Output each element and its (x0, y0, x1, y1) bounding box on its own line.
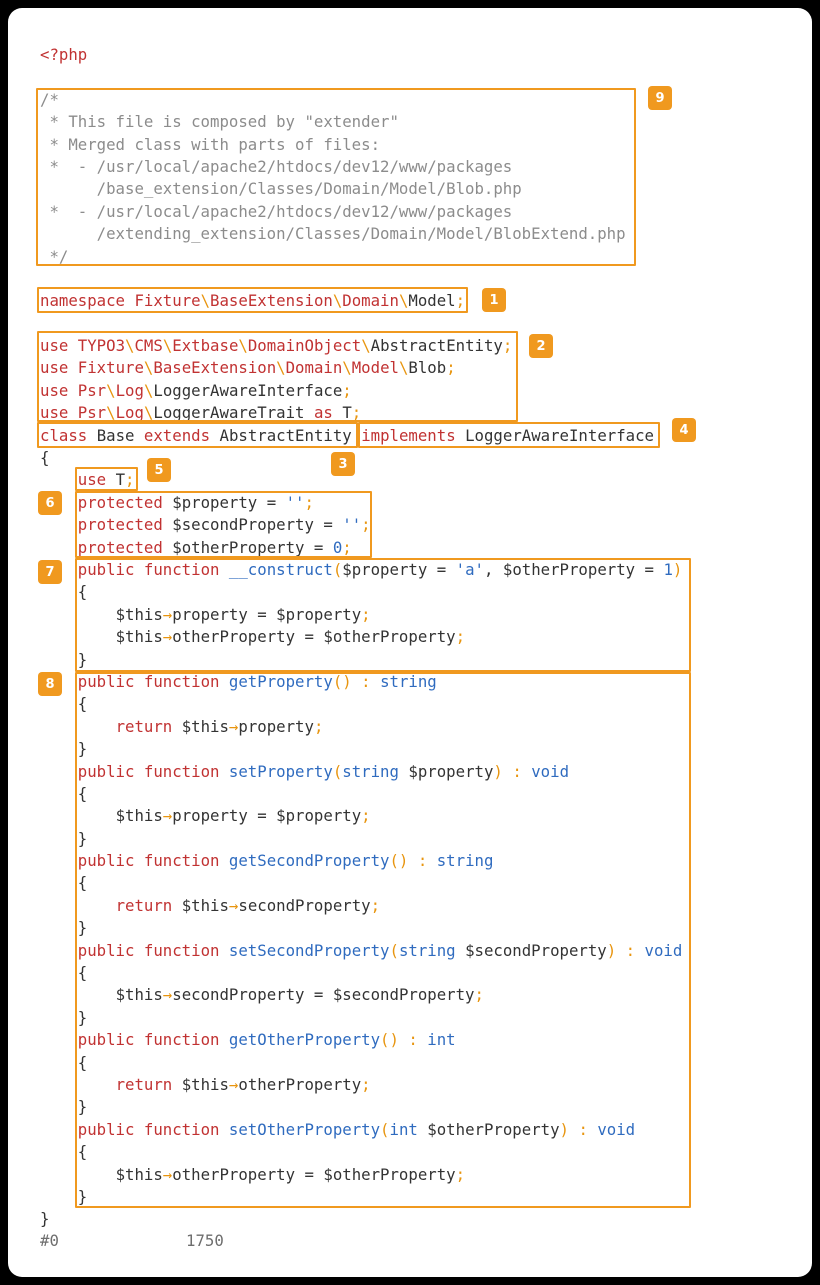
code-line: } (77, 649, 88, 669)
code-line: } (77, 739, 88, 759)
code-line: */ (40, 246, 69, 266)
code-line: namespace Fixture\BaseExtension\Domain\M… (40, 291, 466, 311)
code-line: { (77, 1142, 88, 1162)
code-line: * - /usr/local/apache2/htdocs/dev12/www/… (40, 156, 513, 176)
code-line: $this→property = $property; (115, 806, 371, 826)
code-line: { (77, 694, 88, 714)
code-line: $this→otherProperty = $otherProperty; (115, 1164, 466, 1184)
code-line: public function setOtherProperty(int $ot… (77, 1119, 636, 1139)
code-line: } (77, 1007, 88, 1027)
code-line: use Fixture\BaseExtension\Domain\Model\B… (40, 358, 456, 378)
code-line: protected $property = ''; (77, 492, 314, 512)
code-line: use Psr\Log\LoggerAwareTrait as T; (40, 403, 362, 423)
code-line: $this→property = $property; (115, 604, 371, 624)
code-line: } (77, 828, 88, 848)
code-line: public function getOtherProperty() : int (77, 1030, 456, 1050)
code-line: use T; (77, 470, 135, 490)
code-line (40, 66, 682, 88)
status-value: 1750 (186, 1231, 224, 1250)
code-line: /extending_extension/Classes/Domain/Mode… (40, 224, 626, 244)
code-line: use TYPO3\CMS\Extbase\DomainObject\Abstr… (40, 336, 513, 356)
code-card: <?php /* * This file is composed by "exte… (8, 8, 812, 1277)
code-line: public function setSecondProperty(string… (77, 940, 683, 960)
code-line: * - /usr/local/apache2/htdocs/dev12/www/… (40, 201, 513, 221)
code-line (40, 313, 682, 335)
code-line: { (77, 582, 88, 602)
code-line: { (77, 963, 88, 983)
status-position: #0 (40, 1231, 59, 1250)
code-line: * Merged class with parts of files: (40, 134, 381, 154)
code-line: class Base extends AbstractEntity implem… (40, 425, 654, 445)
code-line: /base_extension/Classes/Domain/Model/Blo… (40, 179, 522, 199)
code-line: return $this→secondProperty; (115, 895, 381, 915)
code-line: { (40, 448, 50, 468)
code-line: { (77, 1052, 88, 1072)
code-block: <?php /* * This file is composed by "exte… (40, 44, 682, 1231)
code-line: public function setProperty(string $prop… (77, 761, 570, 781)
code-line: } (40, 1209, 50, 1229)
code-line: public function getProperty() : string (77, 671, 437, 691)
code-line: <?php (40, 45, 88, 64)
code-line: public function __construct($property = … (77, 559, 683, 579)
code-line: { (77, 873, 88, 893)
code-line: /* (40, 89, 59, 109)
code-line: * This file is composed by "extender" (40, 112, 399, 132)
code-line (40, 268, 682, 290)
code-line: $this→otherProperty = $otherProperty; (115, 627, 466, 647)
code-line: } (77, 1186, 88, 1206)
code-line: } (77, 918, 88, 938)
code-line: $this→secondProperty = $secondProperty; (115, 985, 484, 1005)
code-line: return $this→otherProperty; (115, 1074, 371, 1094)
code-line: { (77, 783, 88, 803)
code-line: public function getSecondProperty() : st… (77, 851, 494, 871)
code-line: protected $otherProperty = 0; (77, 537, 352, 557)
code-line: use Psr\Log\LoggerAwareInterface; (40, 380, 352, 400)
code-line: protected $secondProperty = ''; (77, 515, 371, 535)
code-line: } (77, 1097, 88, 1117)
code-line: return $this→property; (115, 716, 324, 736)
